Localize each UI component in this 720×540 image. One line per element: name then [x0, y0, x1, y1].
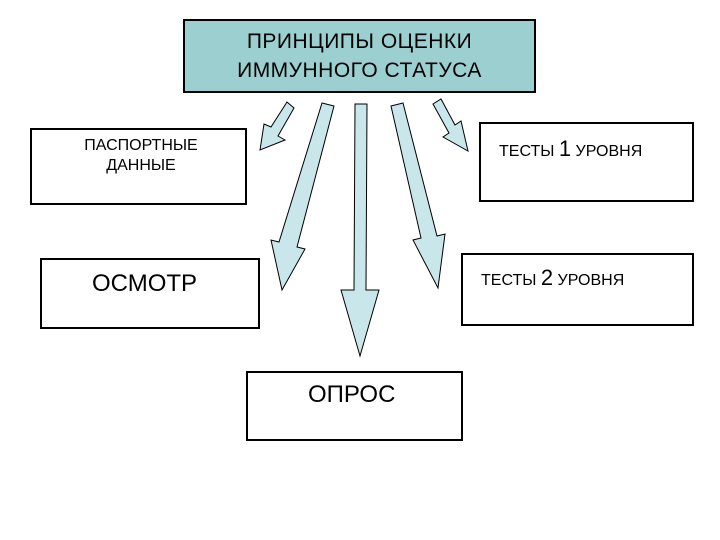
arrow-to-opros	[340, 103, 380, 358]
passport-data-box: ПАСПОРТНЫЕ ДАННЫЕ	[30, 128, 247, 205]
arrow-to-osmotr	[270, 102, 335, 292]
test1-prefix: ТЕСТЫ	[499, 143, 559, 160]
survey-box: ОПРОС	[246, 371, 463, 441]
passport-line-1: ПАСПОРТНЫЕ	[84, 137, 198, 154]
osmotr-label: ОСМОТР	[92, 270, 198, 297]
test2-suffix: УРОВНЯ	[553, 272, 625, 289]
test2-number: 2	[540, 265, 554, 290]
title-line-2: ИММУННОГО СТАТУСА	[237, 59, 482, 82]
examination-box: ОСМОТР	[40, 258, 260, 329]
test1-number: 1	[558, 136, 572, 161]
tests-level-2-box: ТЕСТЫ 2 УРОВНЯ	[461, 253, 694, 326]
diagram-title-box: ПРИНЦИПЫ ОЦЕНКИ ИММУННОГО СТАТУСА	[183, 19, 536, 93]
arrow-to-test2	[390, 102, 446, 290]
title-line-1: ПРИНЦИПЫ ОЦЕНКИ	[246, 30, 473, 53]
arrow-to-passport	[259, 101, 295, 151]
test1-suffix: УРОВНЯ	[571, 143, 643, 160]
test2-prefix: ТЕСТЫ	[481, 272, 541, 289]
arrow-to-test1	[432, 98, 469, 152]
tests-level-1-box: ТЕСТЫ 1 УРОВНЯ	[479, 122, 694, 202]
passport-line-2: ДАННЫЕ	[106, 157, 176, 174]
opros-label: ОПРОС	[308, 381, 396, 408]
